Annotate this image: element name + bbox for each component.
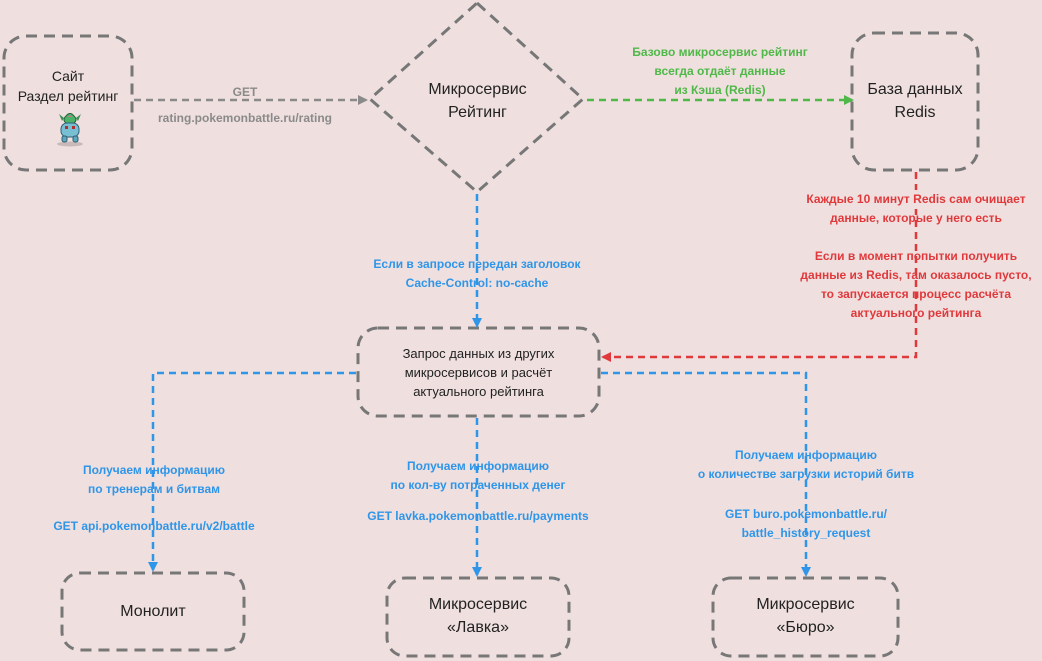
label-redis-empty-line-2: данные из Redis, там оказалось пусто, <box>800 268 1032 282</box>
label-redis-refresh-line-1: Каждые 10 минут Redis сам очищает <box>806 190 1026 209</box>
calc-line-1: Запрос данных из других <box>402 346 555 361</box>
label-lavka-info-line-1: Получаем информацию <box>406 459 550 473</box>
label-rating-to-redis-line-1: Базово микросервис рейтинг <box>632 45 808 59</box>
monolith-node <box>60 571 246 652</box>
label-no-cache: Если в запросе передан заголовок Cache-C… <box>347 255 607 293</box>
buro-node <box>711 576 900 658</box>
label-rating-to-redis-line-2: всегда отдаёт данные <box>654 64 786 78</box>
redis-node-text: База данных Redis <box>852 78 978 124</box>
edge-calc-to-buro <box>601 371 811 577</box>
site-node-text: Сайт Раздел рейтинг <box>4 66 132 106</box>
rating-service-line-2: Рейтинг <box>448 104 507 121</box>
label-buro-get-line-2: battle_history_request <box>741 526 871 540</box>
label-redis-refresh: Каждые 10 минут Redis сам очищает данные… <box>786 190 1042 228</box>
label-buro-get: GET buro.pokemonbattle.ru/ battle_histor… <box>686 505 926 543</box>
label-redis-empty-line-1: Если в момент попытки получить <box>814 249 1018 263</box>
label-lavka-get: GET lavka.pokemonbattle.ru/payments <box>338 507 618 526</box>
label-buro-info-line-1: Получаем информацию <box>734 448 878 462</box>
site-subtitle: Раздел рейтинг <box>17 88 119 104</box>
buro-line-2: «Бюро» <box>776 619 835 636</box>
redis-line-2: Redis <box>894 104 936 121</box>
label-buro-info-line-2: о количестве загрузки историй битв <box>697 467 915 481</box>
site-title: Сайт <box>51 68 85 84</box>
label-rating-to-redis: Базово микросервис рейтинг всегда отдаёт… <box>605 43 835 100</box>
label-monolith-get: GET api.pokemonbattle.ru/v2/battle <box>24 517 284 536</box>
buro-line-1: Микросервис <box>756 596 855 613</box>
lavka-node <box>385 576 571 658</box>
lavka-line-1: Микросервис <box>428 596 528 613</box>
label-buro-info: Получаем информацию о количестве загрузк… <box>661 446 951 484</box>
monolith-node-text: Монолит <box>62 600 244 623</box>
label-lavka-get-line-1: GET lavka.pokemonbattle.ru/payments <box>367 509 589 523</box>
label-redis-empty-line-3: то запускается процесс расчёта <box>820 287 1012 301</box>
calc-node-text: Запрос данных из других микросервисов и … <box>358 344 599 401</box>
label-rating-url: rating.pokemonbattle.ru/rating <box>157 111 332 125</box>
redis-line-1: База данных <box>867 81 963 98</box>
lavka-node-text: Микросервис «Лавка» <box>387 593 569 639</box>
rating-service-text: Микросервис Рейтинг <box>390 78 565 124</box>
calc-line-2: микросервисов и расчёт <box>404 365 553 380</box>
label-no-cache-line-2: Cache-Control: no-cache <box>405 276 549 290</box>
label-site-to-rating: GET rating.pokemonbattle.ru/rating <box>145 79 345 131</box>
buro-node-text: Микросервис «Бюро» <box>713 593 898 639</box>
label-no-cache-line-1: Если в запросе передан заголовок <box>373 257 581 271</box>
site-node <box>2 34 134 172</box>
pokemon-sprite-icon <box>57 113 83 147</box>
label-redis-empty: Если в момент попытки получить данные из… <box>771 247 1042 323</box>
label-monolith-info-line-1: Получаем информацию <box>82 463 226 477</box>
label-monolith-get-line-1: GET api.pokemonbattle.ru/v2/battle <box>53 519 255 533</box>
label-redis-empty-line-4: актуального рейтинга <box>850 306 982 320</box>
rating-service-line-1: Микросервис <box>428 81 527 98</box>
label-get-method: GET <box>232 85 258 99</box>
rating-service-node <box>367 0 586 194</box>
lavka-line-2: «Лавка» <box>447 619 509 636</box>
calc-node <box>356 326 601 418</box>
label-lavka-info: Получаем информацию по кол-ву потраченны… <box>348 457 608 495</box>
label-rating-to-redis-line-3: из Кэша (Redis) <box>674 83 766 97</box>
calc-line-3: актуального рейтинга <box>413 384 544 399</box>
label-monolith-info-line-2: по тренерам и битвам <box>87 482 221 496</box>
monolith-label: Монолит <box>120 603 186 620</box>
edge-redis-to-calc <box>601 172 918 362</box>
label-buro-get-line-1: GET buro.pokemonbattle.ru/ <box>724 507 887 521</box>
label-lavka-info-line-2: по кол-ву потраченных денег <box>390 478 566 492</box>
label-monolith-info: Получаем информацию по тренерам и битвам <box>44 461 264 499</box>
label-redis-refresh-line-2: данные, которые у него есть <box>830 211 1002 225</box>
